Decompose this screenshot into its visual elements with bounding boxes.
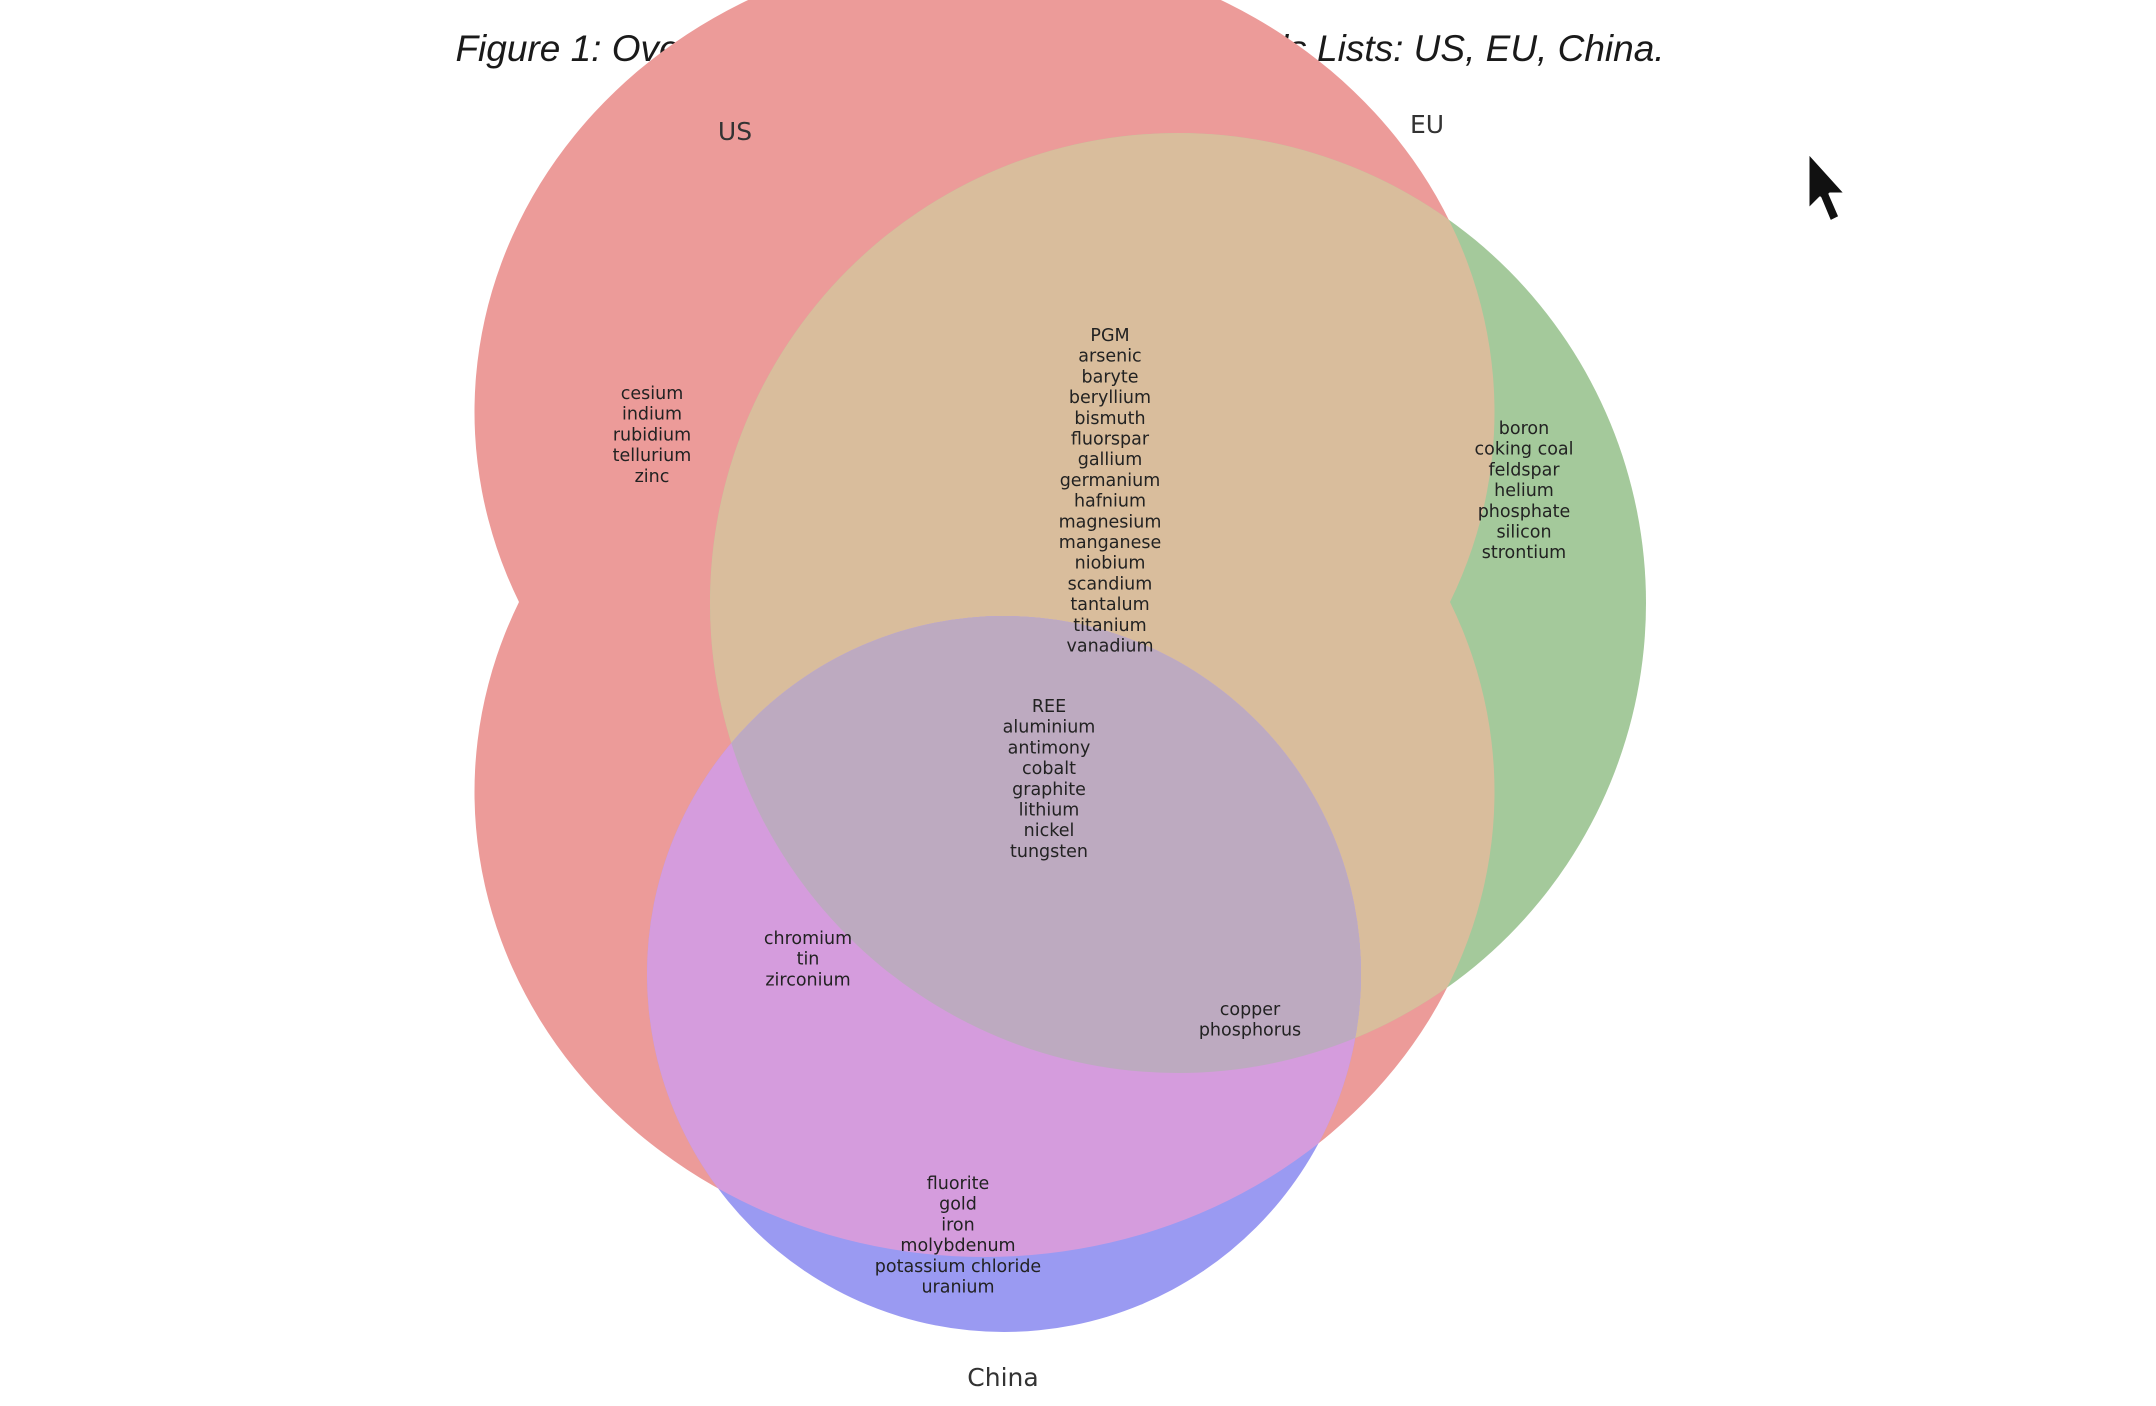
mineral-item: phosphate: [1478, 502, 1571, 522]
mineral-item: indium: [622, 405, 682, 425]
mineral-item: beryllium: [1069, 388, 1151, 408]
us-set-label: US: [718, 117, 752, 146]
mineral-item: REE: [1032, 697, 1066, 717]
mineral-item: scandium: [1068, 574, 1153, 594]
china-set-label: China: [967, 1363, 1038, 1392]
mineral-item: phosphorus: [1199, 1021, 1301, 1041]
mineral-item: magnesium: [1059, 512, 1162, 532]
mineral-item: manganese: [1059, 533, 1161, 553]
mineral-item: bismuth: [1074, 409, 1145, 429]
mineral-item: hafnium: [1074, 492, 1146, 512]
mineral-item: chromium: [764, 929, 852, 949]
eu-set-label: EU: [1410, 110, 1444, 139]
mineral-item: lithium: [1019, 801, 1080, 821]
mineral-item: zirconium: [765, 970, 850, 990]
mineral-item: gold: [939, 1195, 977, 1215]
mineral-item: tantalum: [1070, 595, 1149, 615]
mineral-item: niobium: [1075, 554, 1146, 574]
mineral-item: zinc: [635, 467, 670, 487]
mineral-item: graphite: [1012, 780, 1086, 800]
mineral-item: titanium: [1073, 616, 1146, 636]
mineral-item: cobalt: [1022, 759, 1076, 779]
mineral-item: baryte: [1081, 367, 1138, 387]
mineral-item: molybdenum: [900, 1236, 1015, 1256]
mineral-item: rubidium: [613, 425, 691, 445]
mineral-item: tin: [797, 950, 820, 970]
mineral-item: arsenic: [1078, 347, 1141, 367]
mineral-item: helium: [1494, 481, 1554, 501]
mineral-item: copper: [1220, 1000, 1281, 1020]
mineral-item: tungsten: [1010, 842, 1088, 862]
mineral-item: feldspar: [1488, 460, 1560, 480]
mineral-item: PGM: [1090, 326, 1129, 346]
mouse-cursor-icon: [1806, 150, 1848, 224]
mineral-item: cesium: [621, 384, 684, 404]
mineral-item: potassium chloride: [875, 1257, 1041, 1277]
mineral-item: aluminium: [1003, 718, 1096, 738]
mineral-item: iron: [941, 1215, 974, 1235]
mineral-item: fluorspar: [1071, 430, 1150, 450]
mineral-item: uranium: [921, 1278, 994, 1298]
mineral-item: fluorite: [927, 1174, 990, 1194]
mineral-item: coking coal: [1474, 440, 1573, 460]
mineral-item: boron: [1499, 419, 1549, 439]
mineral-item: germanium: [1060, 471, 1161, 491]
mineral-item: gallium: [1078, 450, 1143, 470]
mineral-item: antimony: [1008, 738, 1091, 758]
mineral-item: silicon: [1496, 523, 1551, 543]
mineral-item: strontium: [1482, 543, 1566, 563]
mineral-item: vanadium: [1066, 637, 1153, 657]
mineral-item: tellurium: [613, 446, 692, 466]
mineral-item: nickel: [1024, 821, 1075, 841]
